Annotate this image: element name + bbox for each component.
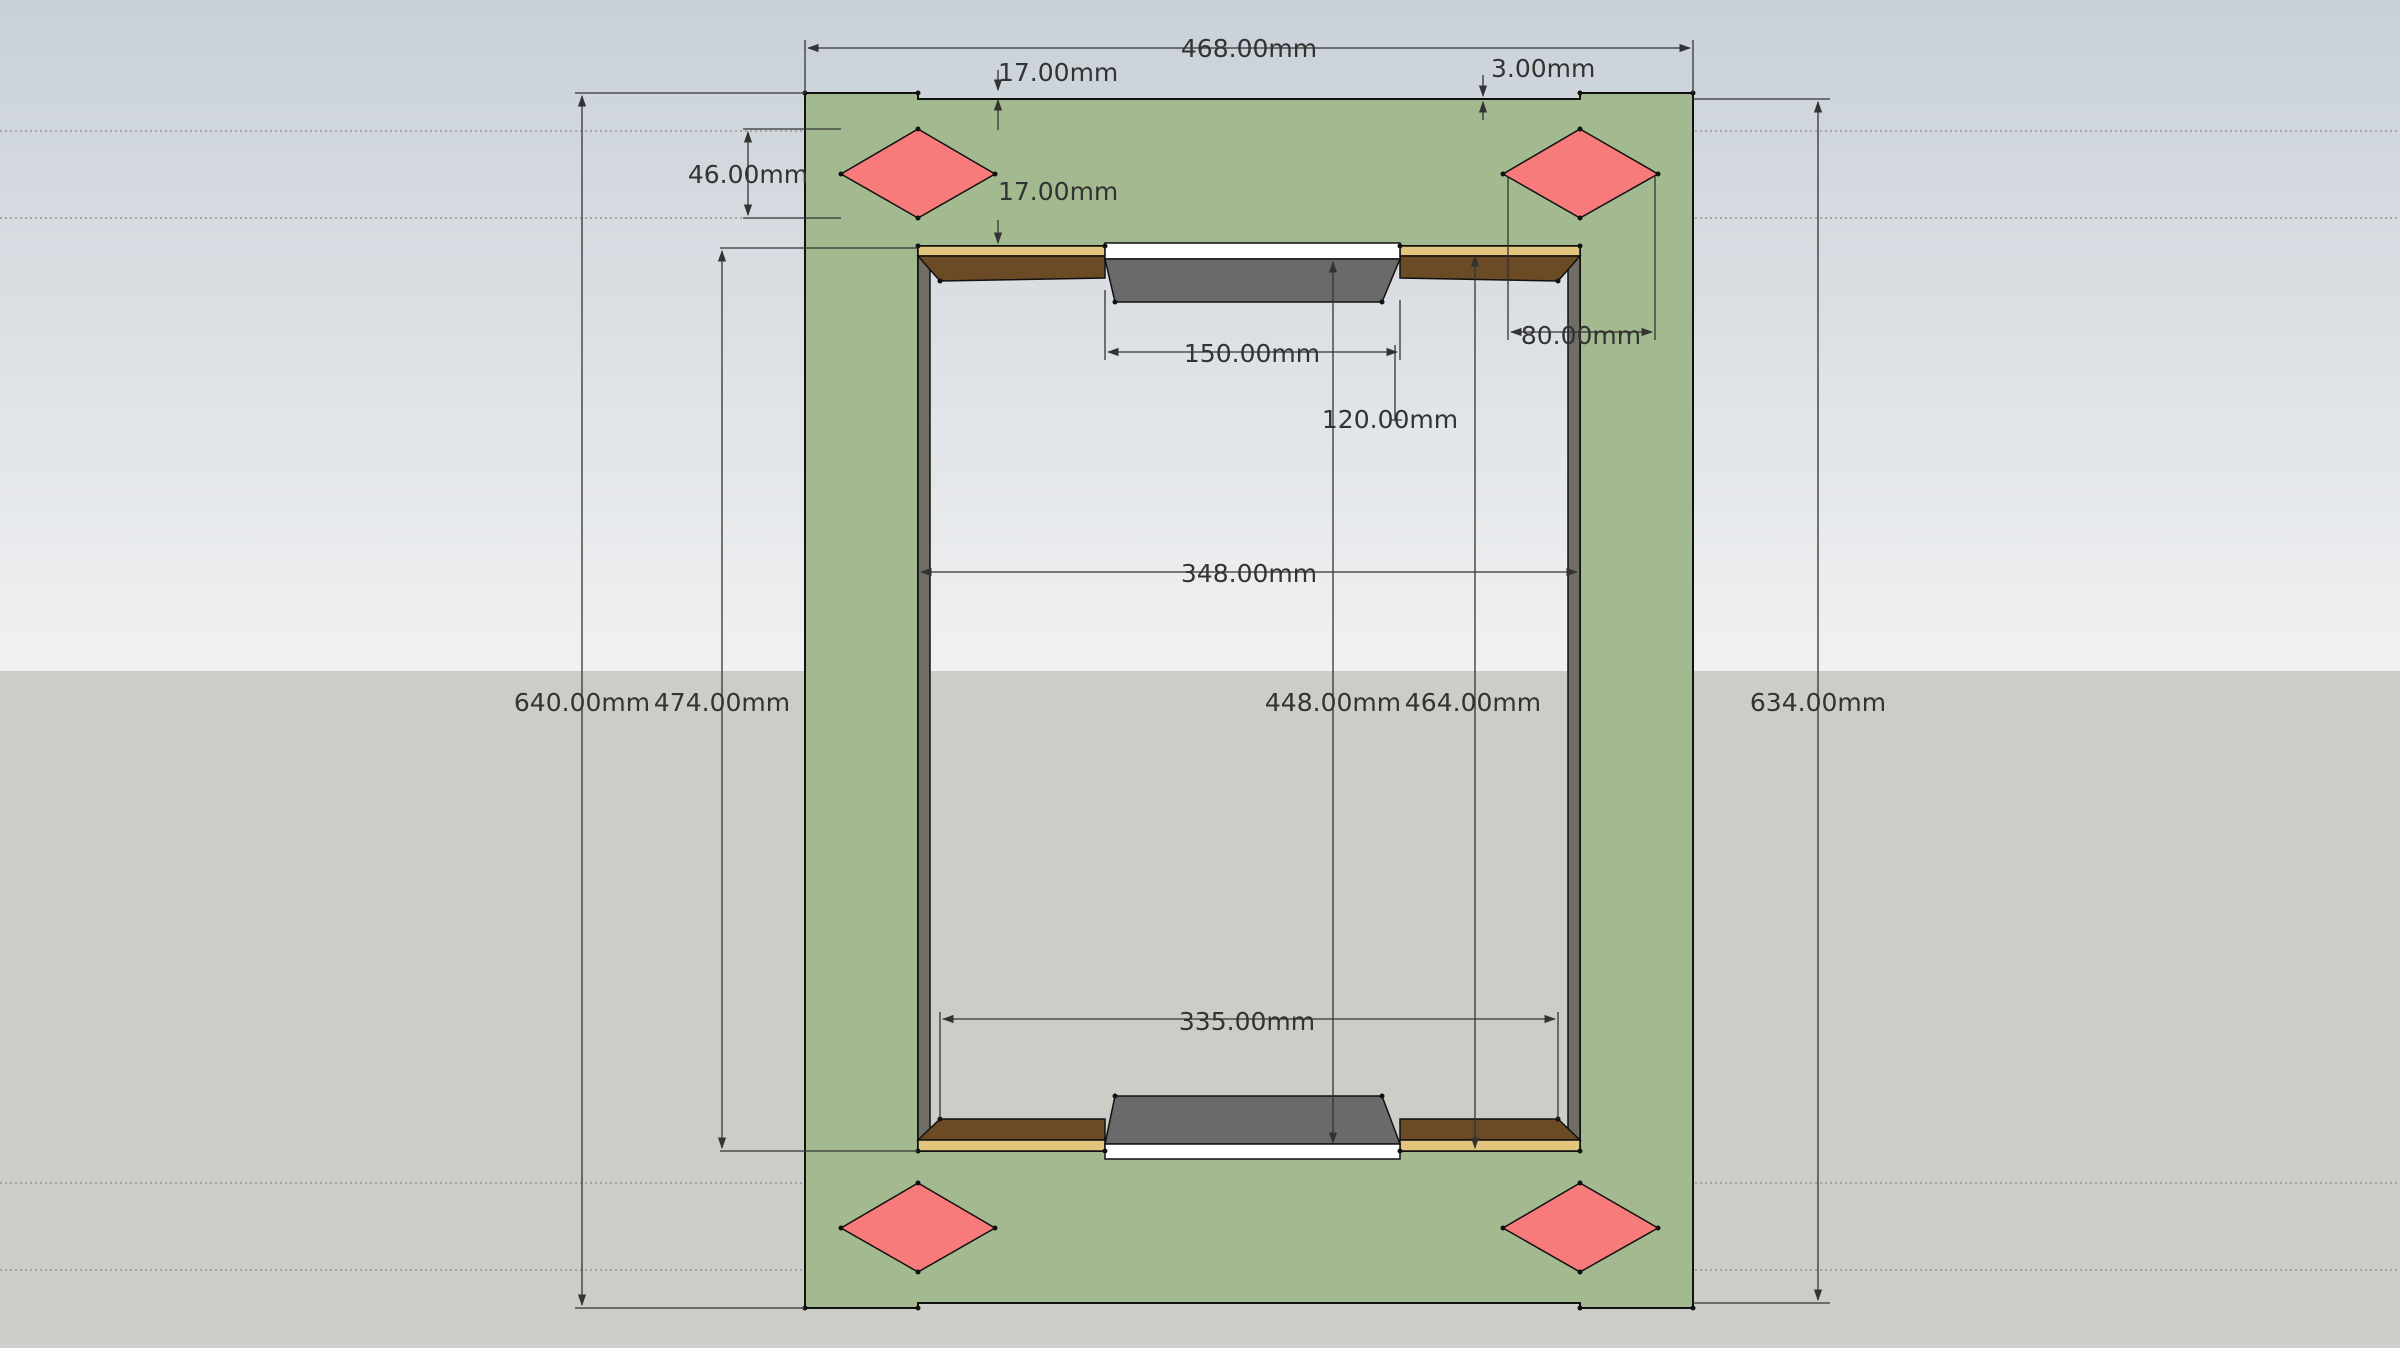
dim-total-width: 468.00mm	[1181, 34, 1317, 63]
top-pocket-edge	[1104, 242, 1401, 260]
dim-right-height: 634.00mm	[1750, 688, 1886, 717]
dim-gap-mid: 17.00mm	[998, 177, 1118, 206]
bottom-pocket[interactable]	[1104, 1095, 1402, 1145]
bottom-rail[interactable]	[916, 1095, 1582, 1160]
top-pocket[interactable]	[1104, 258, 1402, 303]
dim-gap-top: 17.00mm	[998, 58, 1118, 87]
dim-inner-width: 348.00mm	[1181, 559, 1317, 588]
dim-rail-width: 335.00mm	[1179, 1007, 1315, 1036]
dim-span-a: 448.00mm	[1265, 688, 1401, 717]
dim-gap-right: 3.00mm	[1491, 54, 1595, 83]
vertex-markers	[802, 90, 1696, 1311]
dim-corner-width: 80.00mm	[1521, 321, 1641, 350]
dim-total-height: 640.00mm	[514, 688, 650, 717]
top-rail[interactable]	[916, 242, 1582, 303]
dim-span-b: 464.00mm	[1405, 688, 1541, 717]
dimension-lines	[575, 40, 1830, 1309]
dim-inner-height: 474.00mm	[654, 688, 790, 717]
dim-pocket-width: 150.00mm	[1184, 339, 1320, 368]
corner-diamonds	[839, 128, 1660, 1273]
dim-pocket-offset: 120.00mm	[1322, 405, 1458, 434]
bottom-pocket-edge	[1104, 1143, 1401, 1160]
dimension-labels: 468.00mm 17.00mm 3.00mm 46.00mm 17.00mm …	[514, 34, 1886, 1036]
dim-diamond-height: 46.00mm	[688, 160, 808, 189]
